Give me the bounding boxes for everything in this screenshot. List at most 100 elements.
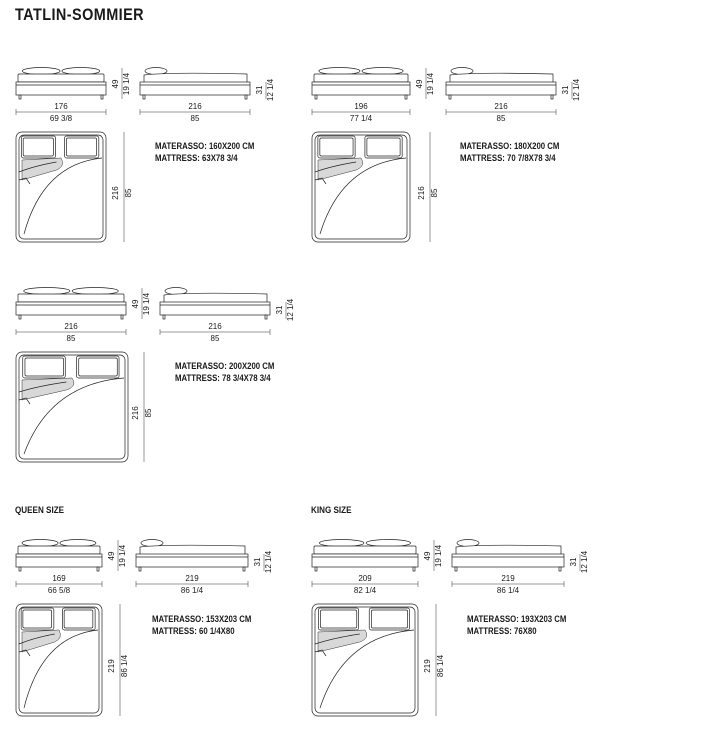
mattress-info-1: MATERASSO: 160X200 CM MATTRESS: 63X78 3/… <box>155 141 254 165</box>
base-shape <box>15 81 107 96</box>
duvet-curve <box>23 377 125 455</box>
pillow-inner <box>24 357 64 377</box>
base-shape <box>139 81 251 96</box>
leg-shape <box>100 94 104 100</box>
pillow-inner <box>319 137 354 157</box>
duvet-fold <box>18 381 67 393</box>
section-label-queen: QUEEN SIZE <box>15 505 65 515</box>
mattress-en-label: MATTRESS: 70 7/8X78 3/4 <box>460 153 556 164</box>
pillow-inner <box>371 609 408 629</box>
mattress-outline <box>314 134 408 240</box>
front-width-cm: 169 <box>52 574 66 583</box>
leg-shape <box>558 566 562 572</box>
base-shape <box>135 553 249 568</box>
plan-length-cm: 219 <box>423 659 432 673</box>
duvet-corner <box>18 177 31 185</box>
leg-shape <box>454 566 458 572</box>
leg-shape <box>550 94 554 100</box>
height-cm: 49 <box>107 551 116 560</box>
mattress-shape <box>139 544 246 554</box>
base-height-in: 12 1/4 <box>286 298 295 321</box>
pillow-shape <box>59 539 97 547</box>
pillow-shape <box>21 539 59 547</box>
folded-sheet <box>317 157 363 181</box>
pillow-top <box>76 355 120 379</box>
duvet-corner <box>314 177 327 185</box>
base-shape <box>15 301 127 316</box>
side-length-in: 85 <box>191 114 200 123</box>
mattress-info-2: MATERASSO: 180X200 CM MATTRESS: 70 7/8X7… <box>460 141 559 165</box>
front-width-in: 69 3/8 <box>50 114 73 123</box>
plan-length-cm: 216 <box>131 406 140 420</box>
base-shape <box>159 301 271 316</box>
side-length-cm: 216 <box>188 102 202 111</box>
front-width-cm: 196 <box>354 102 368 111</box>
pillow-shape <box>61 67 101 75</box>
pillow-inner <box>366 137 401 157</box>
base-height-in: 12 1/4 <box>266 78 275 101</box>
side-length-in: 85 <box>211 334 220 343</box>
mattress-shape <box>449 72 554 82</box>
pillow-inner <box>22 609 52 629</box>
leg-shape <box>162 314 166 320</box>
base-shape <box>15 553 103 568</box>
mattress-it-label: MATERASSO: 160X200 CM <box>155 141 255 152</box>
mattress-shape <box>313 73 409 83</box>
duvet-corner <box>18 649 31 657</box>
mattress-info-king: MATERASSO: 193X203 CM MATTRESS: 76X80 <box>467 614 566 638</box>
mattress-shape <box>17 73 105 83</box>
leg-shape <box>448 94 452 100</box>
height-in: 19 1/4 <box>426 72 435 95</box>
front-width-in: 82 1/4 <box>354 586 377 595</box>
mattress-shape <box>17 545 101 555</box>
duvet-fold <box>18 633 55 645</box>
leg-shape <box>18 314 22 320</box>
front-width-in: 77 1/4 <box>350 114 373 123</box>
mattress-shape <box>313 545 417 555</box>
duvet-curve <box>319 629 415 709</box>
leg-shape <box>242 566 246 572</box>
pillow-inner <box>22 137 54 157</box>
folded-sheet <box>317 629 367 653</box>
base-shape <box>311 553 419 568</box>
height-in: 19 1/4 <box>122 72 131 95</box>
side-length-cm: 219 <box>501 574 515 583</box>
duvet-curve <box>319 157 407 235</box>
side-length-cm: 216 <box>494 102 508 111</box>
mattress-shape <box>455 544 562 554</box>
mattress-outline <box>314 606 416 714</box>
leg-shape <box>314 94 318 100</box>
side-length-cm: 216 <box>208 322 222 331</box>
mattress-shape <box>17 293 125 303</box>
leg-shape <box>96 566 100 572</box>
duvet-curve <box>23 157 103 235</box>
base-height-cm: 31 <box>275 305 284 314</box>
side-length-cm: 219 <box>185 574 199 583</box>
base-height-cm: 31 <box>561 85 570 94</box>
plan-length-in: 85 <box>124 188 133 197</box>
pillow-shape <box>319 539 365 547</box>
mattress-it-label: MATERASSO: 153X203 CM <box>152 614 252 625</box>
height-in: 19 1/4 <box>142 292 151 315</box>
mattress-outline <box>18 354 126 460</box>
pillow-top <box>62 607 96 631</box>
plan-length-in: 86 1/4 <box>436 654 445 677</box>
base-shape <box>311 81 411 96</box>
height-cm: 49 <box>111 79 120 88</box>
base-height-cm: 31 <box>255 85 264 94</box>
plan-length-cm: 216 <box>417 186 426 200</box>
folded-sheet <box>21 377 75 401</box>
side-length-in: 86 1/4 <box>497 586 520 595</box>
